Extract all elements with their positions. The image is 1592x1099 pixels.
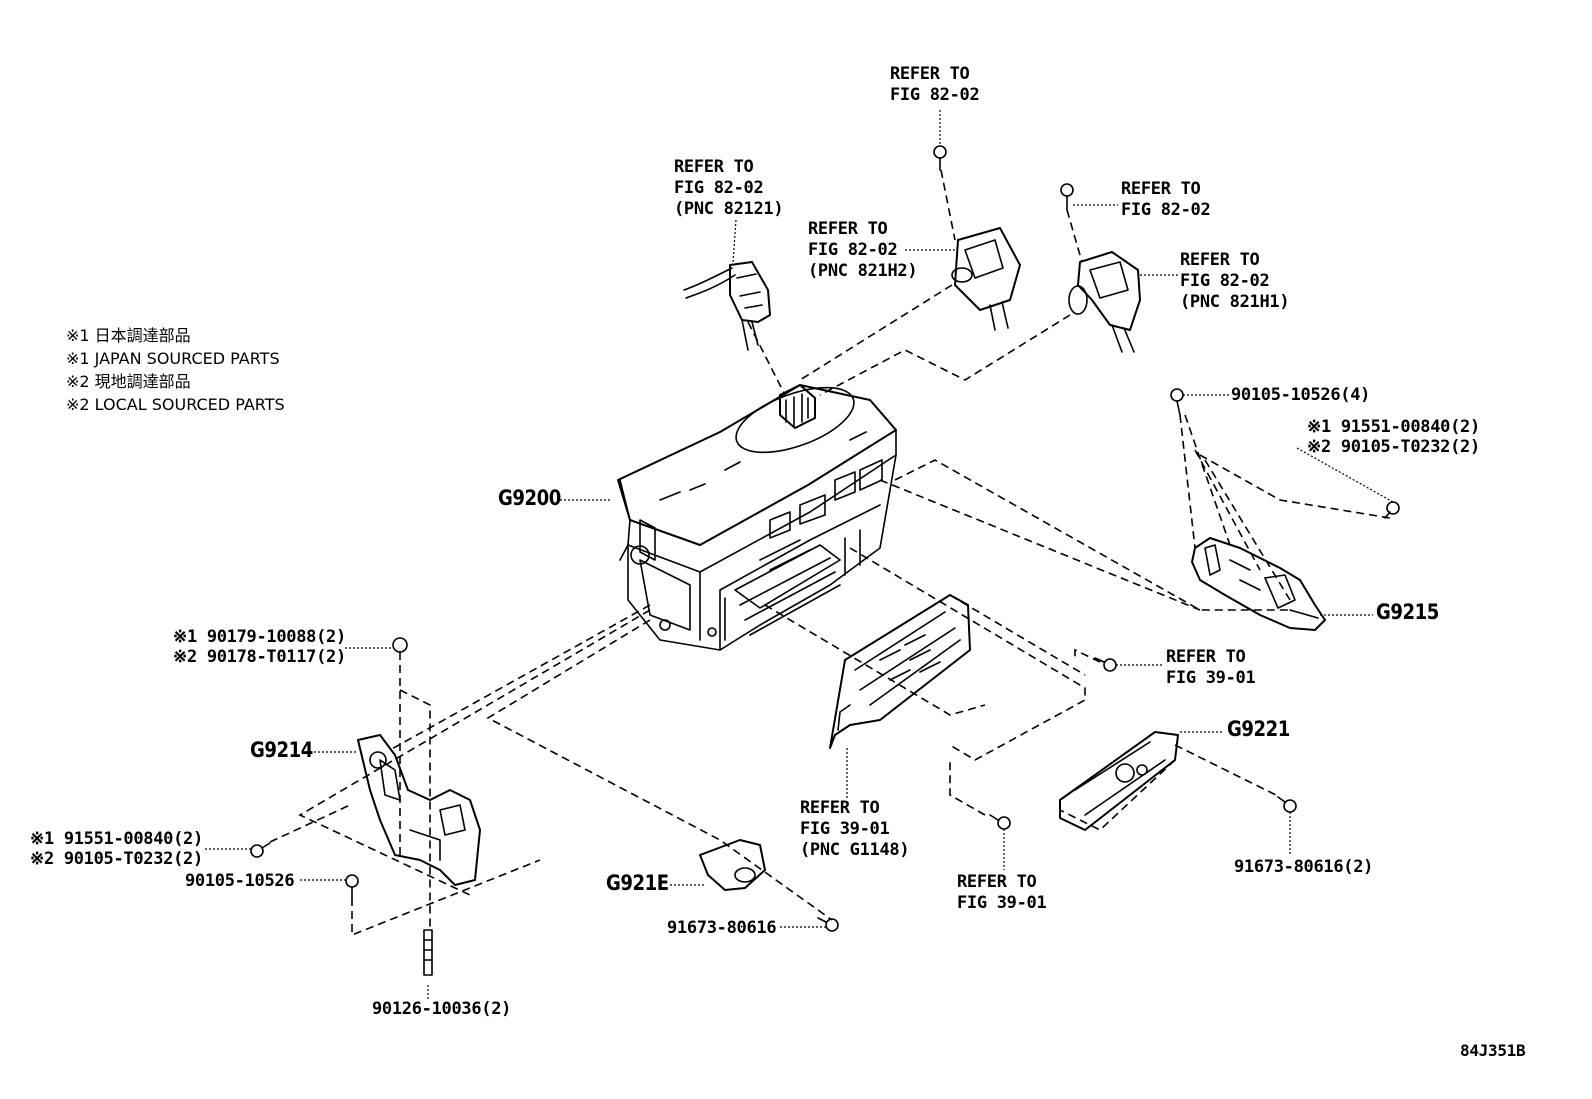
ref-82121-line3: (PNC 82121) bbox=[674, 199, 784, 219]
part-left-mid-s2: ※2 90105-T0232(2) bbox=[30, 849, 203, 869]
fasteners bbox=[250, 145, 1400, 976]
note-japan-jp: ※1 日本調達部品 bbox=[66, 326, 191, 345]
part-left-mid-s1: ※1 91551-00840(2) bbox=[30, 829, 203, 849]
part-right-s1: ※1 91551-00840(2) bbox=[1307, 417, 1480, 437]
part-right-s2: ※2 90105-T0232(2) bbox=[1307, 437, 1480, 457]
sensor-821h2 bbox=[951, 227, 1021, 331]
ref-3901-bottom-line2: FIG 39-01 bbox=[957, 893, 1047, 913]
part-g921e: G921E bbox=[606, 871, 669, 895]
ref-3901-right-line1: REFER TO bbox=[1166, 647, 1246, 667]
connector-82121 bbox=[683, 261, 771, 351]
figure-id: 84J351B bbox=[1460, 1041, 1526, 1060]
bracket-g921e bbox=[699, 839, 766, 891]
ref-top-bolt-line2: FIG 82-02 bbox=[890, 85, 980, 105]
ref-821h2-line1: REFER TO bbox=[808, 219, 888, 239]
part-left-top-s2: ※2 90178-T0117(2) bbox=[173, 647, 346, 667]
cover-g9221 bbox=[1059, 731, 1179, 831]
ref-821h2-line2: FIG 82-02 bbox=[808, 240, 898, 260]
ref-82121-line1: REFER TO bbox=[674, 157, 754, 177]
ref-g1148-line1: REFER TO bbox=[800, 798, 880, 818]
sensor-821h1 bbox=[1068, 251, 1141, 353]
ref-821h2-line3: (PNC 821H2) bbox=[808, 261, 918, 281]
bracket-g9215 bbox=[1191, 537, 1326, 631]
ref-821h1-line2: FIG 82-02 bbox=[1180, 271, 1270, 291]
note-local-en: ※2 LOCAL SOURCED PARTS bbox=[66, 395, 285, 414]
part-g9221: G9221 bbox=[1227, 717, 1290, 741]
bracket-g9214 bbox=[357, 734, 481, 886]
ref-82121-line2: FIG 82-02 bbox=[674, 178, 764, 198]
note-japan-en: ※1 JAPAN SOURCED PARTS bbox=[66, 349, 280, 368]
part-91673-80616-2: 91673-80616(2) bbox=[1234, 857, 1374, 877]
ref-821h1-line3: (PNC 821H1) bbox=[1180, 292, 1290, 312]
part-g9214: G9214 bbox=[250, 738, 313, 762]
part-g9215: G9215 bbox=[1376, 600, 1439, 624]
part-g9200: G9200 bbox=[498, 486, 561, 510]
ref-g1148-line3: (PNC G1148) bbox=[800, 840, 910, 860]
terminal-block-g1148 bbox=[829, 594, 971, 749]
part-left-top-s1: ※1 90179-10088(2) bbox=[173, 627, 346, 647]
ref-g1148-line2: FIG 39-01 bbox=[800, 819, 890, 839]
part-90105-10526: 90105-10526 bbox=[185, 871, 295, 891]
part-90105-10526-4: 90105-10526(4) bbox=[1231, 385, 1371, 405]
ref-3901-bottom-line1: REFER TO bbox=[957, 872, 1037, 892]
ref-right-bolt-line2: FIG 82-02 bbox=[1121, 200, 1211, 220]
ref-821h1-line1: REFER TO bbox=[1180, 250, 1260, 270]
ref-right-bolt-line1: REFER TO bbox=[1121, 179, 1201, 199]
part-91673-80616: 91673-80616 bbox=[667, 918, 777, 938]
ref-top-bolt-line1: REFER TO bbox=[890, 64, 970, 84]
note-local-jp: ※2 現地調達部品 bbox=[66, 372, 191, 391]
ref-3901-right-line2: FIG 39-01 bbox=[1166, 668, 1256, 688]
inverter-assembly-g9200 bbox=[617, 384, 897, 651]
part-90126-10036: 90126-10036(2) bbox=[372, 999, 512, 1019]
